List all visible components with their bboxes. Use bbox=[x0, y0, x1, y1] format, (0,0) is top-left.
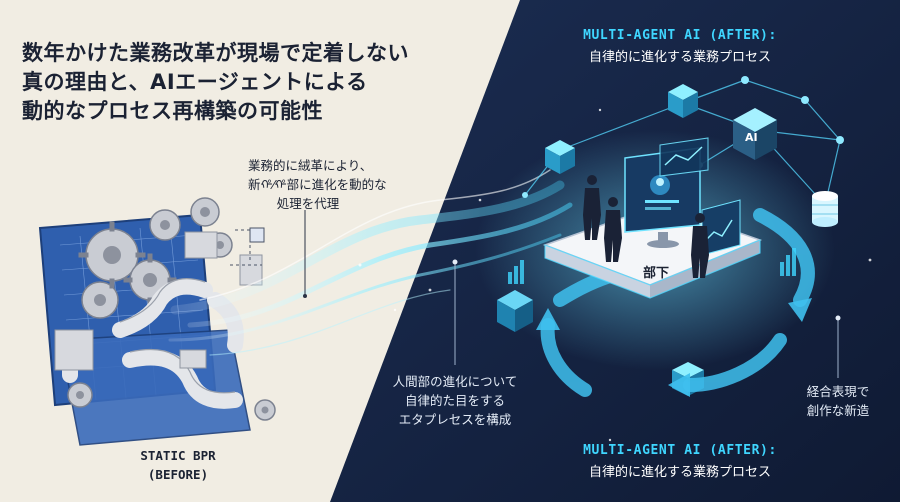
right-note-line-2: 創作な新造 bbox=[806, 403, 870, 418]
center-note: 人間部の進化について 自律的た目をする エタプレセスを構成 bbox=[385, 372, 525, 429]
concrete-blocks bbox=[54, 231, 263, 371]
ai-chip-label: AI bbox=[745, 131, 758, 144]
bar-chart-decoration bbox=[508, 248, 796, 284]
before-label-line-2: (BEFORE) bbox=[147, 467, 209, 482]
sparkles bbox=[358, 108, 872, 442]
platform-label: 部下 bbox=[643, 266, 670, 281]
right-note-line-1: 経合表現で bbox=[806, 384, 870, 399]
left-callout-line-2: 新ᡥ⁄ᡥ部に進化を動的な bbox=[248, 177, 387, 192]
page-title-line-2: 真の理由と、AIエージェントによる bbox=[22, 70, 368, 94]
bottom-heading-ja: 自律的に進化する業務プロセス bbox=[588, 465, 771, 480]
center-note-line-1: 人間部の進化について bbox=[392, 374, 518, 389]
center-note-line-2: 自律的た目をする bbox=[404, 393, 505, 408]
callout-lines bbox=[303, 210, 841, 378]
left-callout-line-3: 処理を代理 bbox=[276, 196, 340, 211]
right-note: 経合表現で 創作な新造 bbox=[790, 382, 886, 420]
page-title-line-1: 数年かけた業務改革が現場で定着しない bbox=[22, 41, 409, 65]
top-heading-en: MULTI-AGENT AI (AFTER): bbox=[583, 28, 777, 43]
side-screen bbox=[701, 199, 741, 256]
center-note-line-3: エタプレセスを構成 bbox=[398, 412, 512, 427]
before-label: STATIC BPR (BEFORE) bbox=[118, 446, 238, 484]
ai-chip-cube bbox=[733, 108, 777, 160]
bottom-heading-en: MULTI-AGENT AI (AFTER): bbox=[583, 443, 777, 458]
page-title-line-3: 動的なプロセス再構築の可能性 bbox=[22, 99, 323, 123]
people-figures bbox=[583, 175, 709, 278]
top-heading-ja: 自律的に進化する業務プロセス bbox=[588, 50, 771, 65]
left-callout: 業務的に絨革により、 新ᡥ⁄ᡥ部に進化を動的な 処理を代理 bbox=[248, 156, 387, 213]
bottom-heading: MULTI-AGENT AI (AFTER): 自律的に進化する業務プロセス bbox=[560, 443, 800, 480]
before-label-line-1: STATIC BPR bbox=[140, 448, 216, 463]
top-heading: MULTI-AGENT AI (AFTER): 自律的に進化する業務プロセス bbox=[560, 28, 800, 65]
left-callout-line-1: 業務的に絨革により、 bbox=[248, 158, 373, 173]
floating-panel bbox=[249, 227, 265, 243]
floating-chart-panel bbox=[659, 137, 709, 177]
database-icon bbox=[812, 191, 838, 227]
broken-pipes-outline bbox=[119, 278, 236, 394]
